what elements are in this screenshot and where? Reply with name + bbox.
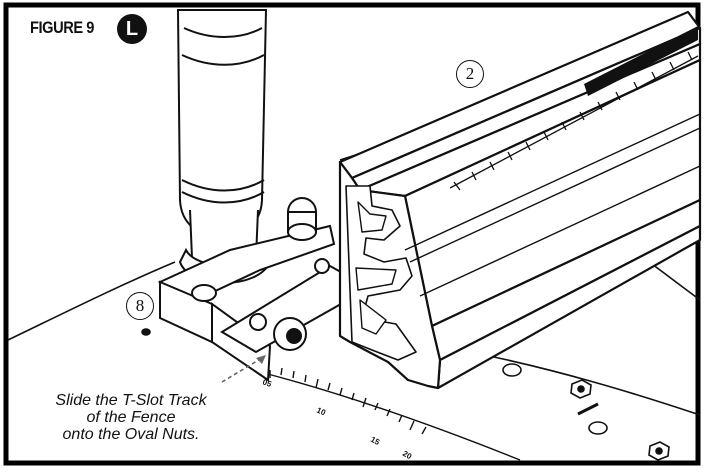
figure-title: FIGURE 9 [30, 18, 94, 37]
scale-mark: 10 [315, 406, 327, 418]
scale-mark: 05 [261, 377, 273, 389]
fence-extrusion [338, 10, 702, 390]
caption-line: onto the Oval Nuts. [62, 426, 200, 443]
caption-line: Slide the T-Slot Track [55, 392, 207, 409]
fence-ruler [449, 26, 699, 191]
instruction-caption: Slide the T-Slot Track of the Fence onto… [26, 392, 236, 443]
protractor-scale: 05 10 15 20 [259, 367, 521, 461]
table-holes [141, 328, 608, 435]
hex-nut [570, 379, 670, 461]
lock-handle [176, 9, 272, 284]
leader-arrow [256, 355, 266, 364]
callout-fence: 2 [456, 60, 484, 88]
callout-oval-nut: 8 [126, 292, 154, 320]
caption-line: of the Fence [86, 409, 176, 426]
slot-mark [577, 402, 599, 416]
pivot-arm [220, 197, 349, 354]
leader-line [221, 357, 263, 383]
figure-letter-badge: L [117, 14, 147, 44]
